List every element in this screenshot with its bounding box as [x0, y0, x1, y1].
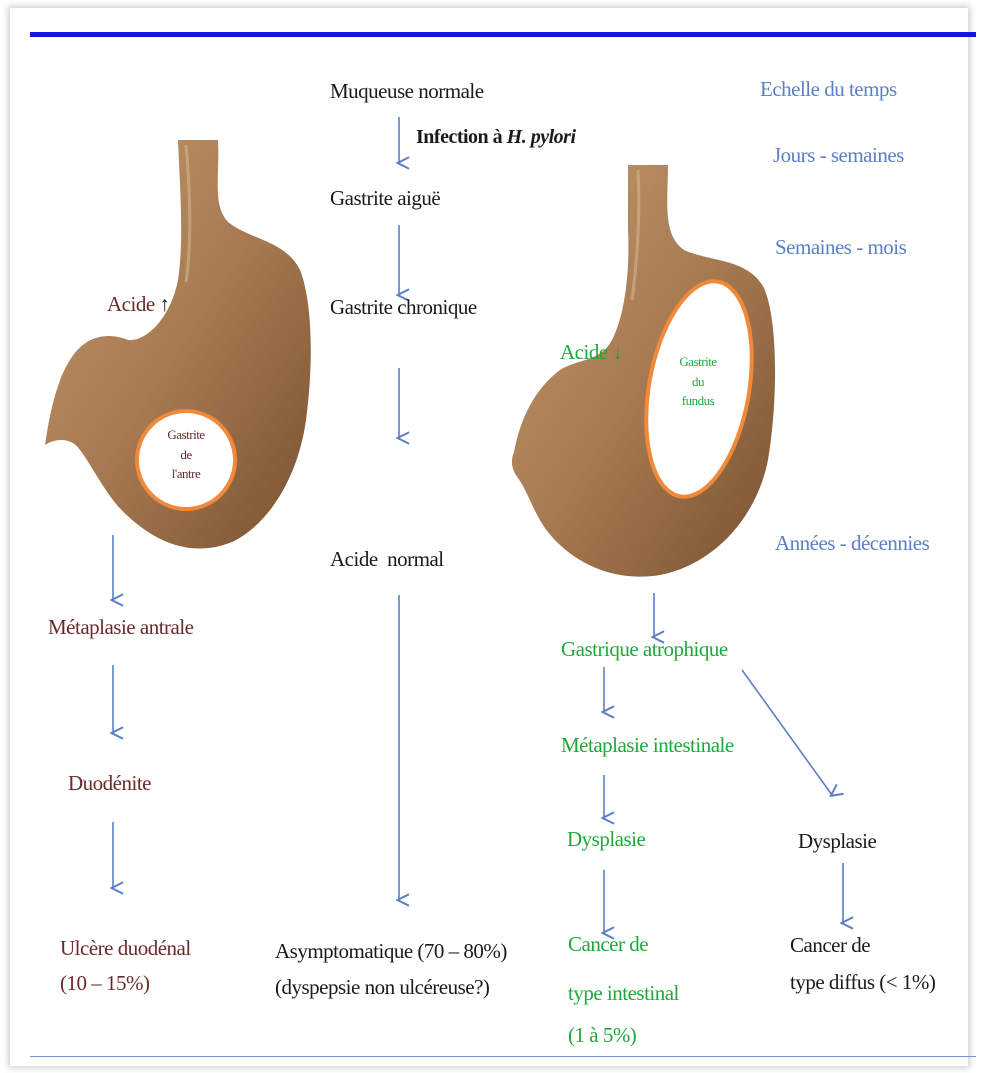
timescale-annees: Années - décennies	[775, 530, 929, 556]
arrow-right-diagonal	[742, 670, 832, 795]
left-stomach-illustration	[45, 140, 311, 549]
cancer-intestinal-line2: type intestinal	[568, 980, 679, 1006]
timescale-semaines: Semaines - mois	[775, 234, 906, 260]
metaplasie-antrale: Métaplasie antrale	[48, 614, 194, 640]
asymptomatique-line2: (dyspepsie non ulcéreuse?)	[275, 974, 489, 1000]
duodenite: Duodénite	[68, 770, 151, 796]
ulcere-line2: (10 – 15%)	[60, 970, 149, 996]
timescale-jours: Jours - semaines	[773, 142, 904, 168]
cancer-diffus-line2: type diffus (< 1%)	[790, 969, 935, 995]
cancer-diffus-line1: Cancer de	[790, 932, 870, 958]
ulcere-line1: Ulcère duodénal	[60, 935, 191, 961]
dysplasie-green: Dysplasie	[567, 826, 645, 852]
muqueuse-normale: Muqueuse normale	[330, 78, 484, 104]
arrow-down-icon: ↓	[612, 340, 622, 364]
gastrite-aigue: Gastrite aiguë	[330, 185, 440, 211]
right-acide-label: Acide ↓	[560, 339, 622, 365]
left-acide-label: Acide ↑	[107, 291, 169, 317]
asymptomatique-line1: Asymptomatique (70 – 80%)	[275, 938, 507, 964]
infection-label: Infection à H. pylori	[416, 125, 576, 150]
gastrite-chronique: Gastrite chronique	[330, 294, 477, 320]
cancer-intestinal-line1: Cancer de	[568, 931, 648, 957]
metaplasie-intestinale: Métaplasie intestinale	[561, 732, 734, 758]
dysplasie-dark: Dysplasie	[798, 828, 876, 854]
right-circle-label: Gastrite du fundus	[658, 352, 738, 411]
timescale-title: Echelle du temps	[760, 76, 897, 102]
acide-normal: Acide normal	[330, 546, 444, 572]
arrow-up-icon: ↑	[159, 292, 169, 316]
infection-prefix: Infection à	[416, 126, 507, 148]
h-pylori: H. pylori	[507, 126, 576, 148]
cancer-intestinal-line3: (1 à 5%)	[568, 1022, 636, 1048]
left-circle-label: Gastrite de l'antre	[144, 425, 228, 484]
gastrique-atrophique: Gastrique atrophique	[561, 636, 728, 662]
